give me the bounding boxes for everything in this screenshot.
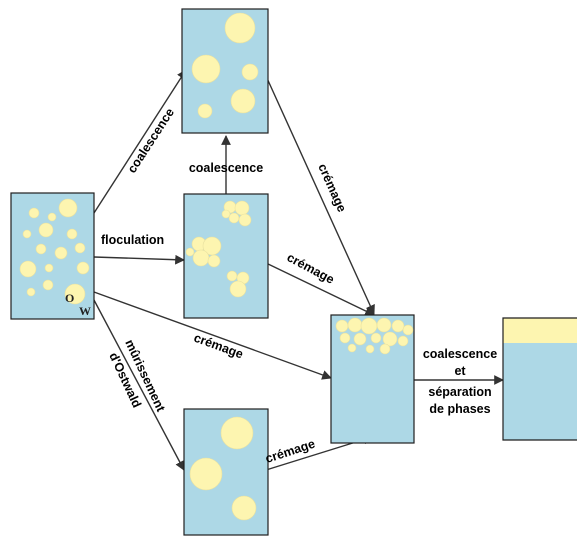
label-cremage-mid: crémage	[285, 250, 337, 287]
arrow-coalescence	[93, 69, 187, 214]
label-coalescence-diagonal: coalescence	[125, 106, 177, 176]
label-cremage-top: crémage	[315, 162, 349, 215]
arrow-cremage-mid	[265, 262, 375, 316]
label-cremage-bottom: crémage	[264, 437, 317, 466]
flocculation-box	[183, 193, 269, 319]
label-coalescence-vertical: coalescence	[189, 161, 263, 175]
arrow-cremage-left	[93, 291, 332, 380]
coalescence-box	[181, 8, 269, 134]
oil-phase-label: O	[65, 291, 74, 305]
arrows	[93, 69, 504, 471]
label-floculation: floculation	[101, 233, 164, 247]
ostwald-box	[183, 408, 269, 536]
arrow-cremage-top	[265, 75, 375, 315]
labels: coalescence coalescence floculation crém…	[101, 106, 497, 466]
separated-phases-box	[502, 317, 577, 441]
label-final-separation: séparation	[428, 385, 491, 399]
creamed-box	[330, 314, 415, 444]
droplets	[19, 198, 90, 305]
label-final-phases: de phases	[429, 402, 490, 416]
arrow-floculation	[93, 254, 185, 265]
label-cremage-left: crémage	[192, 331, 245, 362]
arrow-ostwald	[93, 299, 185, 471]
label-final-et: et	[454, 364, 466, 378]
water-phase-label: W	[79, 304, 91, 318]
label-final-coalescence: coalescence	[423, 347, 497, 361]
initial-emulsion-box: O W	[10, 192, 95, 320]
